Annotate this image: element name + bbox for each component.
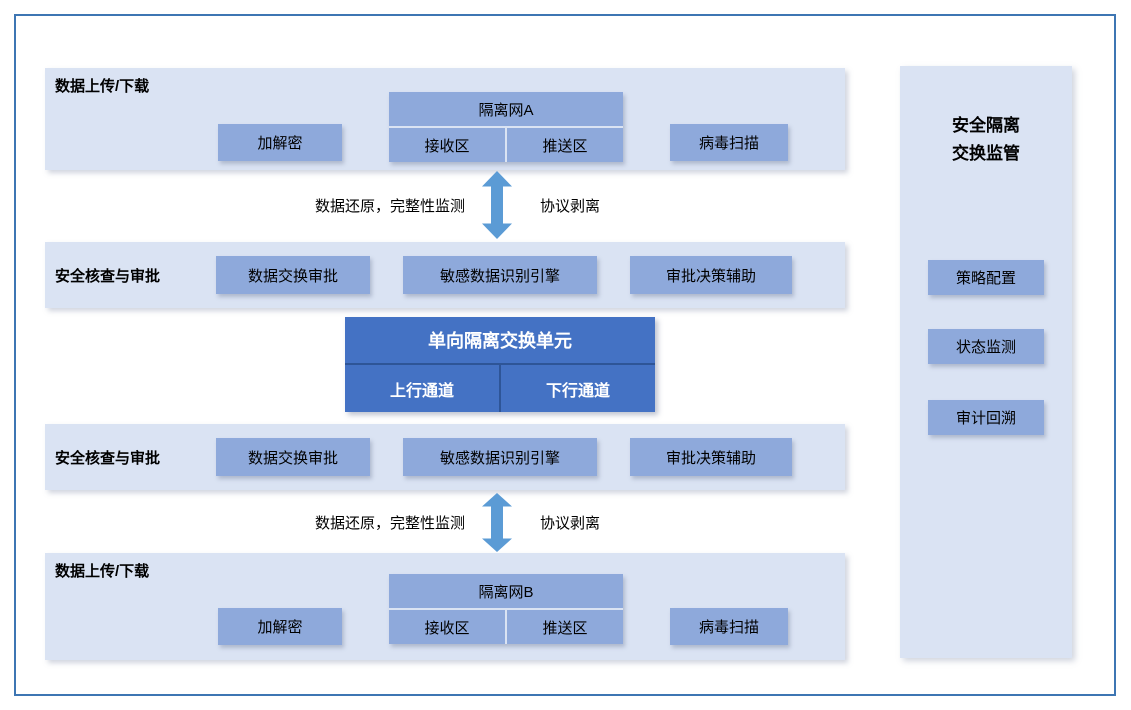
approval-decision-assist-box-upper: 审批决策辅助 xyxy=(630,256,792,294)
encrypt-decrypt-box-a: 加解密 xyxy=(218,124,342,161)
one-way-exchange-unit-title: 单向隔离交换单元 xyxy=(345,317,655,363)
supervision-panel-title-line1: 安全隔离 xyxy=(952,116,1020,135)
virus-scan-box-a: 病毒扫描 xyxy=(670,124,788,161)
status-monitor-box: 状态监测 xyxy=(928,329,1044,364)
connector-top: 数据还原，完整性监测 协议剥离 xyxy=(45,170,845,240)
receive-zone-b: 接收区 xyxy=(389,610,505,644)
security-check-band-upper: 安全核查与审批 数据交换审批 敏感数据识别引擎 审批决策辅助 xyxy=(45,242,845,308)
upload-band-a-label: 数据上传/下载 xyxy=(55,78,150,95)
one-way-exchange-unit-channels: 上行通道 下行通道 xyxy=(345,365,655,412)
upload-band-a: 数据上传/下载 加解密 隔离网A 接收区 推送区 病毒扫描 xyxy=(45,68,845,170)
approval-decision-assist-box-lower: 审批决策辅助 xyxy=(630,438,792,476)
protocol-strip-label-top: 协议剥离 xyxy=(540,197,601,215)
security-check-band-lower-label: 安全核查与审批 xyxy=(55,449,161,467)
isolation-network-b-title: 隔离网B xyxy=(389,574,623,608)
diagram-frame xyxy=(14,14,1116,696)
audit-trace-box: 审计回溯 xyxy=(928,400,1044,435)
isolation-network-a-cells: 接收区 推送区 xyxy=(389,128,623,162)
push-zone-a: 推送区 xyxy=(507,128,623,162)
receive-zone-a: 接收区 xyxy=(389,128,505,162)
downlink-channel: 下行通道 xyxy=(501,365,655,412)
uplink-channel: 上行通道 xyxy=(345,365,499,412)
security-check-band-upper-label: 安全核查与审批 xyxy=(55,267,161,285)
supervision-panel-title-line2: 交换监管 xyxy=(952,144,1020,163)
protocol-strip-label-bottom: 协议剥离 xyxy=(540,515,601,532)
double-arrow-icon xyxy=(482,493,512,552)
push-zone-b: 推送区 xyxy=(507,610,623,644)
upload-band-b: 数据上传/下载 加解密 隔离网B 接收区 推送区 病毒扫描 xyxy=(45,553,845,660)
isolation-network-a-group: 隔离网A 接收区 推送区 xyxy=(389,92,623,162)
supervision-panel-title: 安全隔离 交换监管 xyxy=(900,112,1072,168)
restore-integrity-label-bottom: 数据还原，完整性监测 xyxy=(314,515,465,532)
restore-integrity-label-top: 数据还原，完整性监测 xyxy=(314,197,465,215)
isolation-network-a-title: 隔离网A xyxy=(389,92,623,126)
double-arrow-icon xyxy=(482,171,512,239)
policy-config-box: 策略配置 xyxy=(928,260,1044,295)
sensitive-data-engine-box-upper: 敏感数据识别引擎 xyxy=(403,256,597,294)
isolation-network-b-cells: 接收区 推送区 xyxy=(389,610,623,644)
sensitive-data-engine-box-lower: 敏感数据识别引擎 xyxy=(403,438,597,476)
one-way-exchange-unit: 单向隔离交换单元 上行通道 下行通道 xyxy=(345,317,655,412)
upload-band-b-label: 数据上传/下载 xyxy=(55,563,150,580)
data-exchange-approval-box-lower: 数据交换审批 xyxy=(216,438,370,476)
security-check-band-lower: 安全核查与审批 数据交换审批 敏感数据识别引擎 审批决策辅助 xyxy=(45,424,845,490)
supervision-panel: 安全隔离 交换监管 策略配置 状态监测 审计回溯 xyxy=(900,66,1072,658)
virus-scan-box-b: 病毒扫描 xyxy=(670,608,788,645)
data-exchange-approval-box-upper: 数据交换审批 xyxy=(216,256,370,294)
isolation-network-b-group: 隔离网B 接收区 推送区 xyxy=(389,574,623,644)
encrypt-decrypt-box-b: 加解密 xyxy=(218,608,342,645)
connector-bottom: 数据还原，完整性监测 协议剥离 xyxy=(45,492,845,553)
